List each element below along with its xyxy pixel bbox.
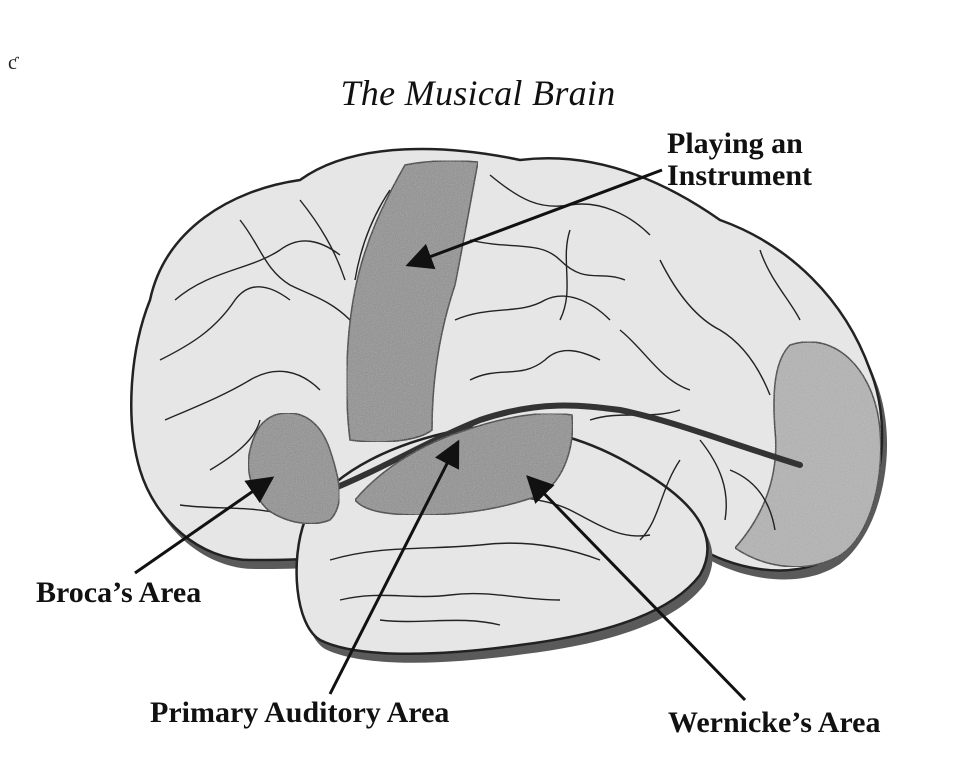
- label-wernicke-area: Wernicke’s Area: [668, 707, 880, 739]
- label-playing-line2: Instrument: [667, 160, 812, 192]
- label-playing-line1: Playing an: [667, 128, 812, 160]
- label-broca-area: Broca’s Area: [36, 577, 201, 609]
- label-playing-instrument: Playing an Instrument: [667, 128, 812, 193]
- label-primary-auditory-area: Primary Auditory Area: [150, 697, 449, 729]
